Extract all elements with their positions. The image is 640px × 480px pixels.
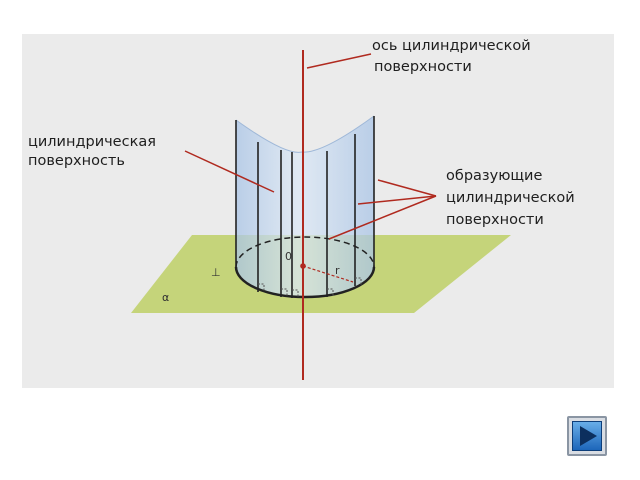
next-slide-button[interactable] [567, 416, 607, 456]
plane-symbol: α [162, 291, 170, 304]
perpendicular-symbol: ⊥ [211, 266, 221, 279]
generators-label-line-3: поверхности [446, 212, 544, 228]
generator-pointer-line [328, 195, 437, 240]
diagram-panel: ось цилиндрической поверхности цилиндрич… [22, 34, 614, 388]
base-front-arc [234, 266, 376, 299]
radius-line [302, 265, 354, 283]
axis-label-line-1: ось цилиндрической [372, 38, 531, 54]
radius-symbol: r [335, 264, 340, 277]
surface-label-line-1: цилиндрическая [28, 134, 156, 150]
center-point [300, 263, 306, 269]
axis-pointer-line [306, 53, 372, 69]
generator-pointer-line [357, 195, 437, 205]
axis-label-line-2: поверхности [374, 59, 472, 75]
center-symbol: 0 [285, 250, 292, 263]
generators-label-line-2: цилиндрической [446, 190, 575, 206]
base-back-arc [235, 236, 375, 268]
play-arrow-icon [580, 426, 597, 446]
cylinder-body [236, 116, 374, 297]
generators-label-line-1: образующие [446, 168, 543, 184]
cylinder-diagram [131, 50, 511, 380]
surface-label-line-2: поверхность [28, 153, 125, 169]
surface-pointer-line [184, 150, 275, 193]
generator-pointer-line [377, 179, 437, 197]
right-angle-marks [258, 277, 362, 298]
